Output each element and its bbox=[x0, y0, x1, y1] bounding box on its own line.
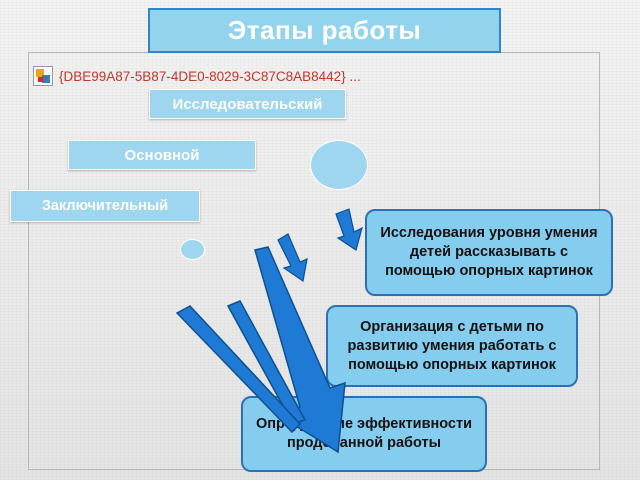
slide-title-text: Этапы работы bbox=[227, 15, 422, 45]
stage-label: Основной bbox=[124, 146, 200, 164]
stage-label: Заключительный bbox=[41, 198, 169, 214]
stage-label: Исследовательский bbox=[172, 95, 323, 113]
description-research: Исследования уровня умения детей рассказ… bbox=[365, 209, 613, 296]
description-main: Организация с детьми по развитию умения … bbox=[326, 305, 578, 387]
description-text: Определение эффективности проделанной ра… bbox=[255, 416, 473, 451]
slide-title: Этапы работы bbox=[148, 8, 501, 53]
description-text: Организация с детьми по развитию умения … bbox=[347, 318, 557, 373]
decorative-circle-small bbox=[180, 239, 205, 260]
embedded-object[interactable]: {DBE99A87-5B87-4DE0-8029-3C87C8AB8442} .… bbox=[33, 64, 361, 88]
stage-main[interactable]: Основной bbox=[68, 140, 256, 170]
embedded-object-id: {DBE99A87-5B87-4DE0-8029-3C87C8AB8442} .… bbox=[59, 68, 361, 84]
description-final: Определение эффективности проделанной ра… bbox=[241, 396, 487, 472]
stage-research[interactable]: Исследовательский bbox=[149, 89, 346, 119]
description-text: Исследования уровня умения детей рассказ… bbox=[380, 225, 598, 279]
decorative-circle-large bbox=[310, 140, 368, 190]
stage-final[interactable]: Заключительный bbox=[10, 190, 200, 222]
embedded-object-icon bbox=[33, 66, 53, 86]
